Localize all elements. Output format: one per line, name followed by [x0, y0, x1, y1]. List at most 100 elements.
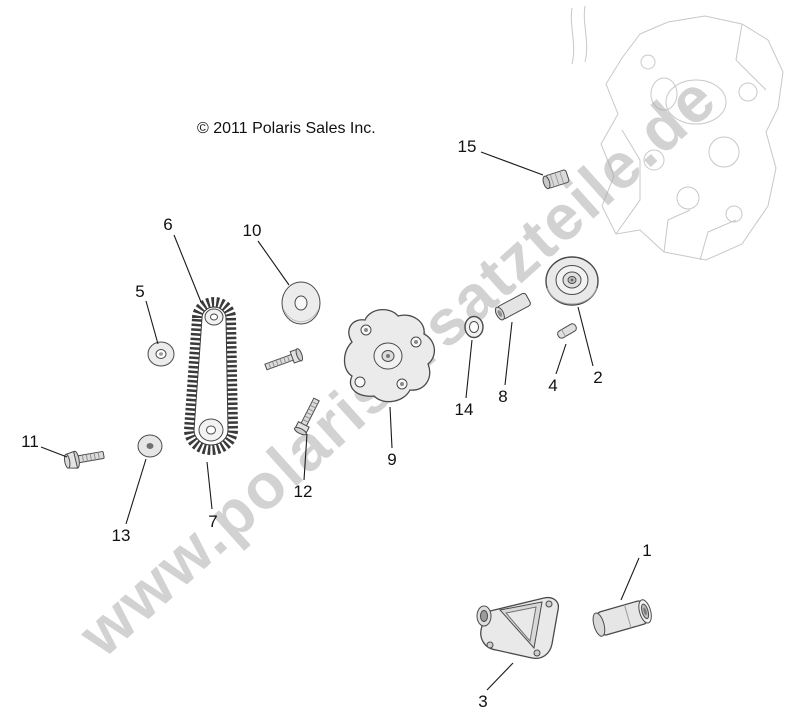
callout-5: 5 — [135, 282, 144, 301]
sprocket-top-hole — [210, 313, 218, 321]
part-rotor-2 — [545, 256, 599, 306]
leader-1 — [620, 557, 640, 601]
part-washer-5 — [147, 341, 175, 367]
callout-1: 1 — [642, 541, 651, 560]
part-bushing-15 — [542, 169, 570, 190]
part-pump-body-9 — [343, 309, 435, 403]
sprocket-bottom-hole — [206, 425, 216, 435]
callout-15: 15 — [458, 137, 477, 156]
thread-lines — [268, 355, 290, 369]
part-spacer-8 — [494, 292, 531, 321]
leader-3 — [486, 662, 514, 691]
mount-hole-center — [400, 382, 404, 386]
fitting-back-end — [592, 612, 606, 637]
leader-12 — [303, 433, 308, 481]
leader-2 — [577, 306, 594, 367]
rib-line — [735, 23, 767, 91]
callout-7: 7 — [208, 512, 217, 531]
copyright-text: © 2011 Polaris Sales Inc. — [197, 120, 376, 137]
callout-10: 10 — [243, 221, 262, 240]
pickup-boss — [486, 641, 494, 649]
part-chain — [183, 297, 239, 455]
bushing-detail-lines — [549, 171, 565, 187]
bolt-head-end — [294, 426, 307, 436]
boss-outline — [708, 136, 740, 168]
leader-8 — [504, 321, 513, 386]
oring-hole — [469, 321, 479, 333]
callout-12: 12 — [294, 482, 313, 501]
pump-shaft-center — [386, 354, 390, 358]
part-bolt-12b — [294, 397, 320, 436]
part-pin-4 — [557, 323, 577, 339]
crankcase-outline — [600, 15, 784, 261]
dipstick-line — [583, 5, 588, 63]
rib-line — [663, 209, 691, 253]
disc-shade — [283, 309, 319, 323]
callout-labels: 1 2 3 4 5 6 7 8 9 10 11 12 13 14 15 — [21, 137, 652, 711]
disc-hole — [294, 295, 308, 311]
callout-14: 14 — [455, 400, 474, 419]
rib-line — [699, 219, 737, 261]
starter-outline — [665, 79, 727, 125]
rotor-thickness — [546, 287, 598, 305]
callout-4: 4 — [548, 376, 557, 395]
bolt-head-end — [63, 453, 71, 469]
pin-body — [557, 323, 577, 339]
part-washer-13 — [137, 434, 163, 458]
boss-outline — [643, 149, 665, 171]
leader-5 — [145, 300, 159, 345]
part-disc-10 — [281, 281, 321, 325]
leader-13 — [125, 458, 147, 525]
thread-lines — [81, 452, 100, 463]
mount-hole — [354, 376, 366, 388]
leader-10 — [257, 240, 290, 286]
spacer-bore — [497, 310, 503, 317]
part-bolt-11 — [63, 450, 105, 469]
part-bolt-12a — [264, 348, 304, 371]
leader-4 — [555, 343, 567, 375]
pin-detail-line — [561, 329, 566, 337]
callout-8: 8 — [498, 387, 507, 406]
starter-cap-outline — [650, 77, 678, 111]
leader-7 — [206, 461, 213, 510]
rotor-center — [570, 278, 574, 282]
engine-outline-art — [570, 5, 784, 261]
washer-hole — [146, 443, 154, 449]
thread-lines — [302, 401, 318, 423]
leader-6 — [173, 234, 202, 303]
callout-11: 11 — [21, 432, 39, 451]
mount-hole-center — [414, 340, 418, 344]
boss-outline — [676, 186, 700, 210]
leader-15 — [480, 151, 544, 176]
mount-hole-center — [364, 328, 368, 332]
pickup-boss — [545, 600, 553, 608]
callout-13: 13 — [112, 526, 131, 545]
bolt-shaft — [264, 353, 296, 371]
dipstick-line — [570, 7, 575, 65]
fitting-bore-center — [643, 607, 647, 616]
pickup-tube-bore — [480, 610, 488, 622]
boss-outline — [640, 54, 656, 70]
part-fitting-1 — [592, 599, 652, 637]
fitting-detail-line — [623, 604, 632, 629]
leader-11 — [40, 446, 68, 458]
bushing-end — [542, 175, 551, 190]
chain-inner-edge — [193, 306, 229, 446]
rib-line — [615, 129, 641, 235]
pickup-boss — [533, 649, 541, 657]
part-pickup-3 — [476, 596, 560, 660]
boss-outline — [725, 205, 743, 223]
leader-9 — [389, 406, 393, 449]
callout-3: 3 — [478, 692, 487, 711]
callout-2: 2 — [593, 368, 602, 387]
callout-9: 9 — [387, 450, 396, 469]
callout-6: 6 — [163, 215, 172, 234]
pickup-rib-inner — [505, 606, 537, 643]
leader-14 — [465, 339, 473, 399]
washer-hole-center — [159, 352, 163, 356]
part-oring-14 — [464, 315, 484, 339]
boss-outline — [738, 82, 758, 102]
bolt-head-end — [295, 348, 304, 362]
